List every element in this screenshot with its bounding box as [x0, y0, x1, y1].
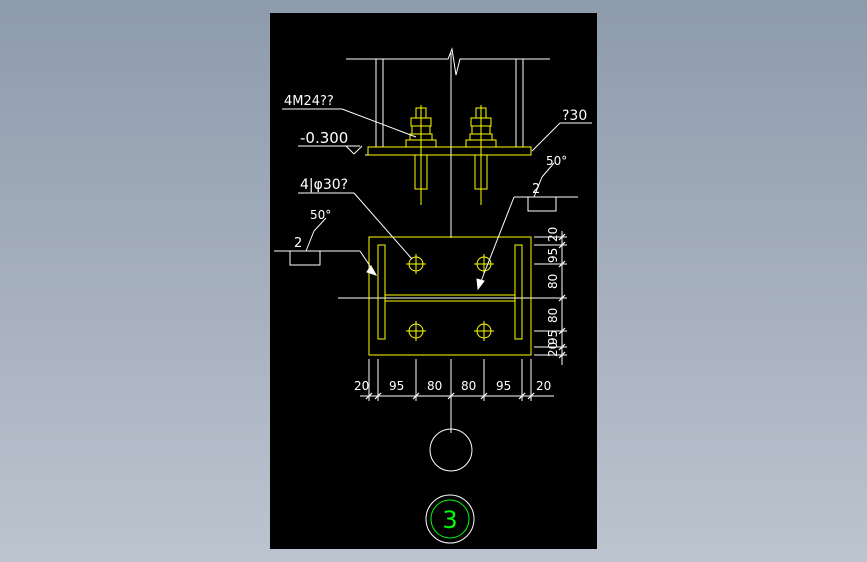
- weld-size-right: 2: [532, 182, 540, 197]
- cad-drawing: 4M24?? -0.300 ?30: [274, 47, 592, 544]
- bolts-label: 4M24??: [284, 94, 334, 109]
- dim-h-1: 20: [354, 379, 369, 393]
- detail-bubble: [425, 494, 475, 544]
- column-flange-left: [377, 244, 386, 340]
- horizontal-dimension-chain: [360, 359, 554, 401]
- bolt-hole-top-left: [406, 254, 426, 274]
- dim-v-2: 95: [546, 248, 560, 263]
- dim-v-6: 20: [546, 342, 560, 357]
- column-web: [384, 294, 516, 302]
- plan-view: [274, 162, 578, 433]
- holes-leader-diag: [353, 192, 413, 260]
- column-section-circle: [429, 428, 473, 472]
- base-plate-plan: [368, 236, 532, 356]
- weld-size-left: 2: [294, 236, 302, 251]
- base-plate-section: [367, 146, 532, 156]
- dim-v-4: 80: [546, 308, 560, 323]
- vertical-dimension-chain: [534, 231, 567, 365]
- dim-h-6: 20: [536, 379, 551, 393]
- elevation-view: [282, 47, 592, 238]
- weld-angle-right: 50°: [546, 154, 567, 168]
- detail-number: 3: [442, 506, 457, 534]
- weld-symbol-left: [274, 217, 378, 276]
- dim-h-4: 80: [461, 379, 476, 393]
- bolt-hole-top-right: [474, 254, 494, 274]
- bolts-leader-diag: [341, 108, 417, 138]
- elevation-tick-1: [345, 145, 355, 155]
- elevation-tick-2: [353, 145, 363, 155]
- dim-v-5: 95: [546, 330, 560, 345]
- plate-thickness-leader: [531, 122, 561, 152]
- dim-v-3: 80: [546, 274, 560, 289]
- drawing-sheet: 4M24?? -0.300 ?30: [270, 13, 597, 549]
- dim-v-1: 20: [546, 227, 560, 242]
- holes-label: 4|φ30?: [300, 177, 348, 193]
- column-flange-right: [514, 244, 523, 340]
- weld-angle-left: 50°: [310, 208, 331, 222]
- anchor-bolt-left: [405, 105, 437, 205]
- anchor-bolt-right: [465, 105, 497, 205]
- bolt-hole-bottom-right: [474, 321, 494, 341]
- dim-h-2: 95: [389, 379, 404, 393]
- bolt-hole-bottom-left: [406, 321, 426, 341]
- dim-h-3: 80: [427, 379, 442, 393]
- plate-thickness-label: ?30: [562, 108, 587, 124]
- weld-symbol-right: [476, 162, 578, 291]
- elevation-label: -0.300: [300, 129, 348, 147]
- break-line: [346, 47, 550, 76]
- dim-h-5: 95: [496, 379, 511, 393]
